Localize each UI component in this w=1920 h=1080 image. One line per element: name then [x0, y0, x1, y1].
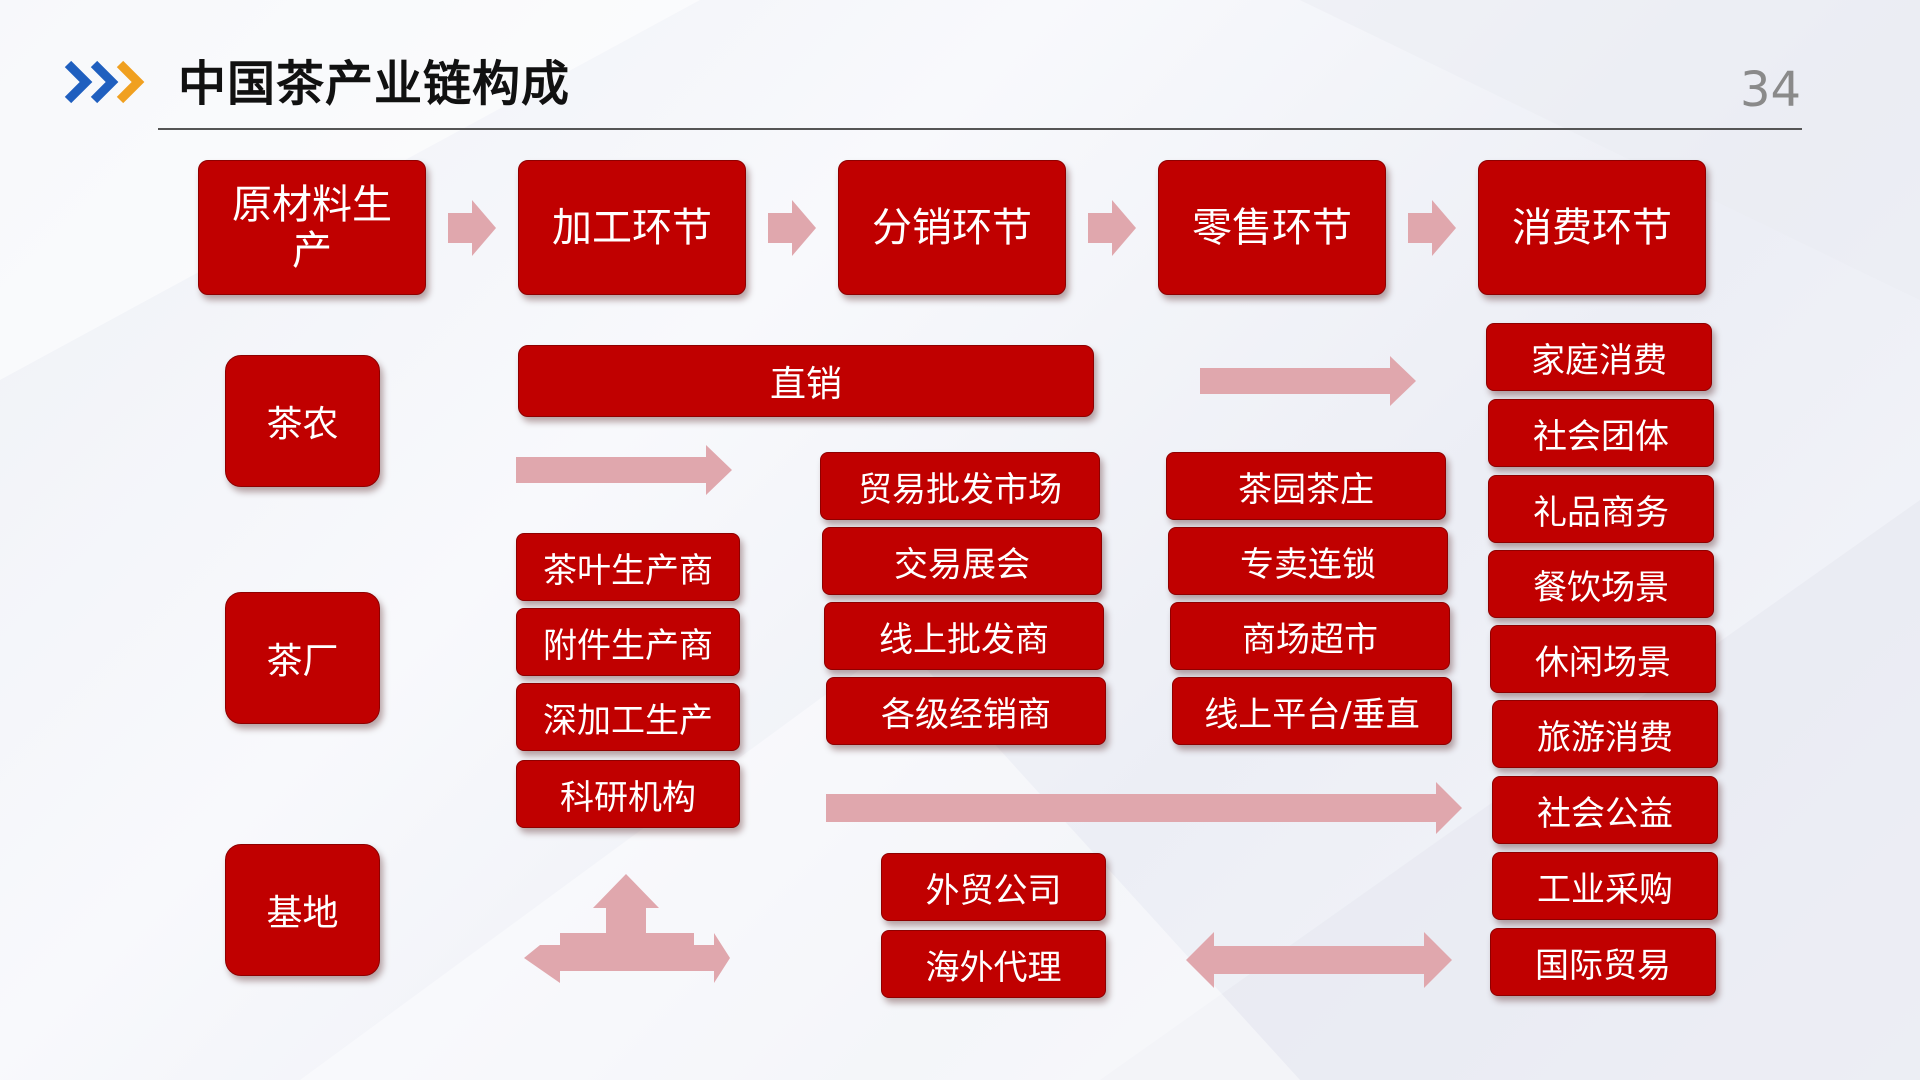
stage-consumption: 消费环节 [1478, 160, 1706, 295]
processing-item: 茶叶生产商 [516, 533, 740, 601]
base-split-arrow [524, 874, 730, 983]
actor-base: 基地 [225, 844, 380, 976]
distribution-item: 线上批发商 [824, 602, 1104, 670]
title-divider [158, 128, 1802, 130]
processing-item: 深加工生产 [516, 683, 740, 751]
distribution-item: 各级经销商 [826, 677, 1106, 745]
stage-distribution: 分销环节 [838, 160, 1066, 295]
retail-item: 商场超市 [1170, 602, 1450, 670]
export-item: 海外代理 [881, 930, 1106, 998]
stage-raw-material: 原材料生产 [198, 160, 426, 295]
export-item: 外贸公司 [881, 853, 1106, 921]
processing-item: 科研机构 [516, 760, 740, 828]
consumption-item: 家庭消费 [1486, 323, 1712, 391]
consumption-item: 旅游消费 [1492, 700, 1718, 768]
research-to-consumption-arrow [826, 782, 1462, 834]
stage-processing: 加工环节 [518, 160, 746, 295]
distribution-item: 交易展会 [822, 527, 1102, 595]
consumption-item: 礼品商务 [1488, 475, 1714, 543]
export-two-way-arrow [1186, 932, 1452, 988]
consumption-item: 社会团体 [1488, 399, 1714, 467]
stage-arrow-3 [1088, 200, 1136, 256]
direct-sales-bar: 直销 [518, 345, 1094, 417]
stage-arrow-4 [1408, 200, 1456, 256]
consumption-item: 国际贸易 [1490, 928, 1716, 996]
page-number: 34 [1740, 62, 1802, 118]
consumption-item: 工业采购 [1492, 852, 1718, 920]
distribution-item: 贸易批发市场 [820, 452, 1100, 520]
actor-tea-farmer: 茶农 [225, 355, 380, 487]
processing-item: 附件生产商 [516, 608, 740, 676]
chevron-arrows-icon [64, 60, 145, 104]
actor-tea-factory: 茶厂 [225, 592, 380, 724]
stage-retail: 零售环节 [1158, 160, 1386, 295]
page-title: 中国茶产业链构成 [178, 56, 571, 112]
retail-item: 线上平台/垂直 [1172, 677, 1452, 745]
retail-item: 专卖连锁 [1168, 527, 1448, 595]
retail-item: 茶园茶庄 [1166, 452, 1446, 520]
stage-arrow-2 [768, 200, 816, 256]
consumption-item: 休闲场景 [1490, 625, 1716, 693]
consumption-item: 社会公益 [1492, 776, 1718, 844]
stage-arrow-1 [448, 200, 496, 256]
farmer-to-distribution-arrow [516, 445, 732, 495]
consumption-item: 餐饮场景 [1488, 550, 1714, 618]
direct-sales-arrow [1200, 356, 1416, 406]
